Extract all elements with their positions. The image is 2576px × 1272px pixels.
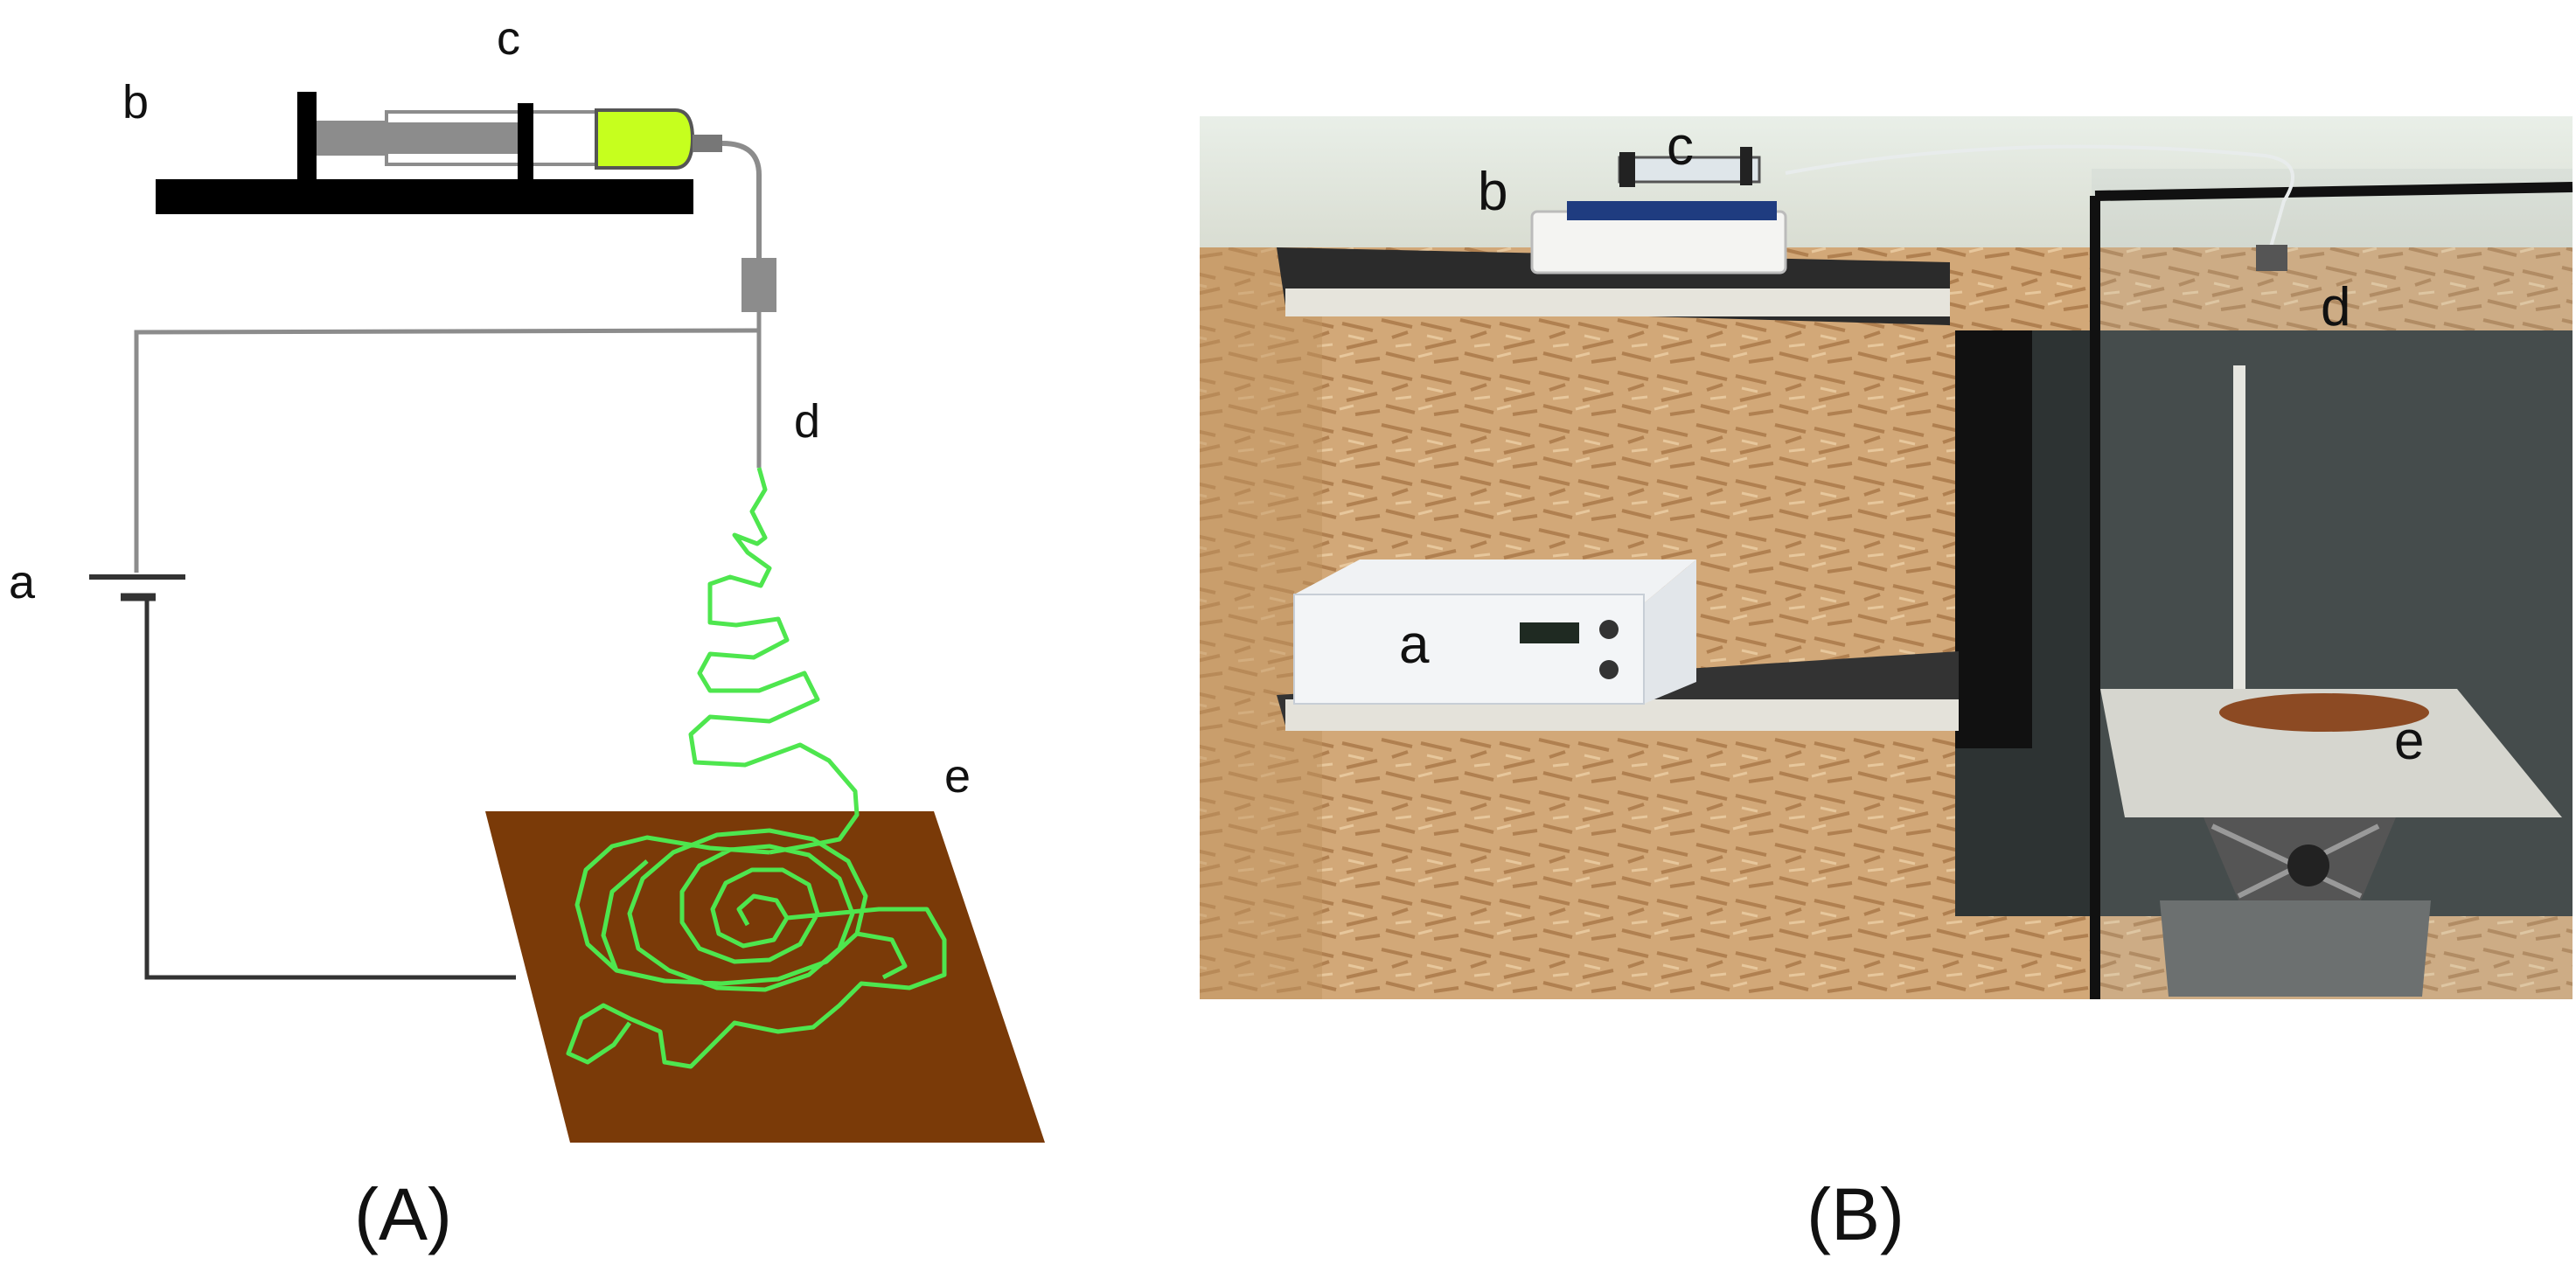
pump-base [156,179,693,214]
plunger-rod [317,121,386,156]
upper-wall [1200,116,2573,247]
fiber-jet [566,467,947,1069]
needle-photo [2233,365,2245,691]
label-c: c [497,12,520,65]
caption-a: (A) [354,1173,452,1255]
pump-clamp [518,103,533,184]
photo-label-b: b [1478,162,1507,222]
feed-tubing [721,141,762,262]
feed-tube-photo [1785,144,2294,263]
pump-block-photo [1619,152,1635,187]
enclosure-side-panel [1955,330,2032,748]
hv-supply-knob-2 [1599,660,1619,679]
collector-disk [2219,693,2429,732]
panel-b-photo: b c d a e (B) [1172,0,2576,1272]
needle-holder [741,258,776,312]
top-shelf-edge [1285,288,1950,316]
label-b: b [122,76,149,129]
label-e: e [944,750,971,803]
wire-ground [144,594,516,980]
hv-supply-side [1644,560,1696,704]
schematic-svg: b c d a e (A) [9,12,1045,1255]
plunger-inner [386,122,526,154]
collector-plate [485,811,1045,1143]
panel-a-schematic: b c d a e (A) [0,0,1172,1272]
hv-supply-front [1293,594,1645,705]
hv-supply-top [1294,560,1696,603]
caption-b: (B) [1807,1173,1904,1255]
syringe-pump-body [1530,210,1787,275]
photo-label-c: c [1667,116,1694,177]
label-a: a [9,556,36,608]
enclosure-edge-top [2094,182,2573,201]
polymer-solution [595,108,695,170]
wire-positive [134,328,758,573]
collector-platform [2100,689,2562,817]
needle-holder-photo [2256,245,2287,271]
pump-left-block [297,92,317,184]
pump-clamp-photo [1740,147,1752,185]
lab-jack-base [2160,900,2431,997]
photo-label-a: a [1399,615,1430,675]
label-d: d [794,395,820,448]
photo-svg: b c d a e (B) [1200,116,2573,1255]
hv-supply-knob-1 [1599,620,1619,639]
lab-jack-knob [2287,845,2329,886]
syringe-nozzle [693,135,722,152]
photo-label-d: d [2321,277,2350,337]
photo-label-e: e [2394,711,2424,771]
syringe-pump-panel [1567,201,1777,220]
hv-supply-display [1520,622,1579,643]
